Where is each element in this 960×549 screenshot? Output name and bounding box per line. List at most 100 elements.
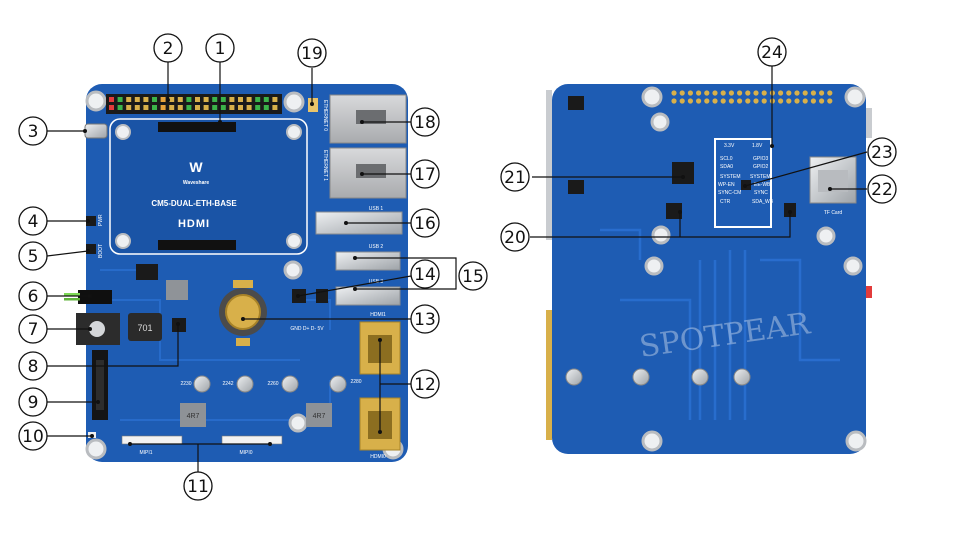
- gpio-pad: [778, 98, 784, 104]
- inductor-4r7-b: 4R7: [306, 403, 332, 427]
- gpio-pad: [671, 98, 677, 104]
- gpio-pin: [212, 105, 218, 110]
- ethernet-ports: ETHERNET 0 ETHERNET 1: [322, 94, 407, 199]
- gpio-pin: [212, 97, 218, 102]
- svg-text:SYNC: SYNC: [754, 190, 768, 196]
- svg-text:701: 701: [137, 323, 152, 333]
- callout-20: 20: [500, 222, 530, 252]
- gpio-pad: [761, 98, 767, 104]
- gpio-pin: [255, 97, 261, 102]
- gpio-pad: [720, 98, 726, 104]
- svg-text:3.3V: 3.3V: [724, 143, 735, 149]
- svg-text:SDA_WB: SDA_WB: [752, 199, 774, 205]
- chip-left-b: [568, 180, 584, 194]
- gpio-pin: [263, 105, 269, 110]
- gpio-pad: [810, 90, 817, 96]
- back-standoffs: [565, 368, 751, 386]
- m2-standoffs: 2230 2242 2260 2280: [180, 375, 362, 393]
- callout-4: 4: [18, 206, 48, 236]
- hdmi0-label: HDMI0: [370, 454, 386, 460]
- gpio-pin: [238, 105, 243, 110]
- gpio-pin: [109, 105, 114, 110]
- gpio-pad: [737, 98, 743, 104]
- svg-text:17: 17: [414, 165, 436, 185]
- gpio-pin: [246, 105, 252, 110]
- pwr-button: [86, 216, 96, 226]
- gpio-pin: [238, 97, 243, 102]
- callout-2: 2: [153, 33, 183, 63]
- gpio-pad: [728, 98, 735, 104]
- gpio-pin: [169, 105, 175, 110]
- gpio-pad: [753, 90, 759, 96]
- gpio-pad: [786, 98, 792, 104]
- cm5-connector-bottom: [158, 240, 236, 250]
- gpio-pad: [679, 90, 685, 96]
- gpio-pin: [160, 105, 166, 110]
- chip-21: [672, 162, 694, 184]
- callout-12: 12: [410, 369, 440, 399]
- gpio-pin: [177, 97, 183, 102]
- gpio-pin: [109, 97, 114, 102]
- gpio-pad: [761, 90, 767, 96]
- hdmi1-label: HDMI1: [370, 312, 386, 318]
- callout-1: 1: [205, 33, 235, 63]
- chip-left-a: [568, 96, 584, 110]
- svg-text:4: 4: [28, 212, 39, 232]
- callout-13: 13: [410, 304, 440, 334]
- rtc-battery: [219, 280, 267, 346]
- gpio-pad: [819, 90, 825, 96]
- svg-text:14: 14: [414, 265, 436, 285]
- gpio-pad: [671, 90, 677, 96]
- svg-text:GPIO2: GPIO2: [753, 164, 769, 170]
- callout-10: 10: [18, 421, 48, 451]
- gpio-pin: [229, 105, 235, 110]
- callout-18: 18: [410, 107, 440, 137]
- gpio-pad: [679, 98, 685, 104]
- callout-21: 21: [500, 162, 530, 192]
- ethernet0-label: ETHERNET 0: [322, 100, 328, 131]
- label-2260: 2260: [267, 381, 278, 387]
- gpio-pin: [220, 105, 226, 110]
- tf-card-slot: TF Card: [809, 156, 857, 216]
- svg-text:10: 10: [22, 427, 44, 447]
- usb1-label: USB 1: [369, 206, 384, 212]
- svg-text:8: 8: [28, 357, 39, 377]
- callout-numbers: 1 2 3 4 5 6 7 8 9 10 11 12 13 14 15 16 1…: [18, 33, 897, 501]
- callout-22: 22: [867, 174, 897, 204]
- svg-text:GPIO3: GPIO3: [753, 156, 769, 162]
- callout-11: 11: [183, 471, 213, 501]
- gpio-pad: [712, 98, 718, 104]
- chip-regulator: [136, 264, 158, 280]
- gpio-pad: [753, 98, 759, 104]
- gpio-pin: [177, 105, 183, 110]
- svg-text:3: 3: [28, 122, 39, 142]
- svg-text:22: 22: [871, 180, 893, 200]
- gpio-pad: [827, 90, 833, 96]
- svg-text:EE-WB: EE-WB: [754, 182, 771, 188]
- gpio-pin: [186, 97, 192, 102]
- svg-text:4R7: 4R7: [187, 413, 200, 420]
- ethernet1-label: ETHERNET 1: [322, 150, 328, 181]
- gpio-pin: [263, 97, 269, 102]
- svg-text:24: 24: [761, 43, 783, 63]
- gpio-pad: [819, 98, 825, 104]
- gpio-pin: [255, 105, 261, 110]
- model-label: CM5-DUAL-ETH-BASE: [151, 199, 237, 208]
- svg-text:16: 16: [414, 214, 436, 234]
- gpio-pin: [272, 105, 278, 110]
- tf-card-label: TF Card: [824, 210, 843, 216]
- gpio-pad: [786, 90, 792, 96]
- callout-19: 19: [297, 38, 327, 68]
- callout-dots: [83, 98, 832, 446]
- gpio-pin: [229, 97, 235, 102]
- callout-7: 7: [18, 314, 48, 344]
- callout-15: 15: [458, 261, 488, 291]
- gpio-pin: [169, 97, 175, 102]
- gpio-pin: [126, 105, 132, 110]
- svg-text:SYNC-CM: SYNC-CM: [718, 190, 741, 196]
- svg-text:18: 18: [414, 113, 436, 133]
- mipi1-label: MIPI1: [139, 450, 152, 456]
- back-pcb: [552, 84, 866, 454]
- svg-text:15: 15: [462, 267, 484, 287]
